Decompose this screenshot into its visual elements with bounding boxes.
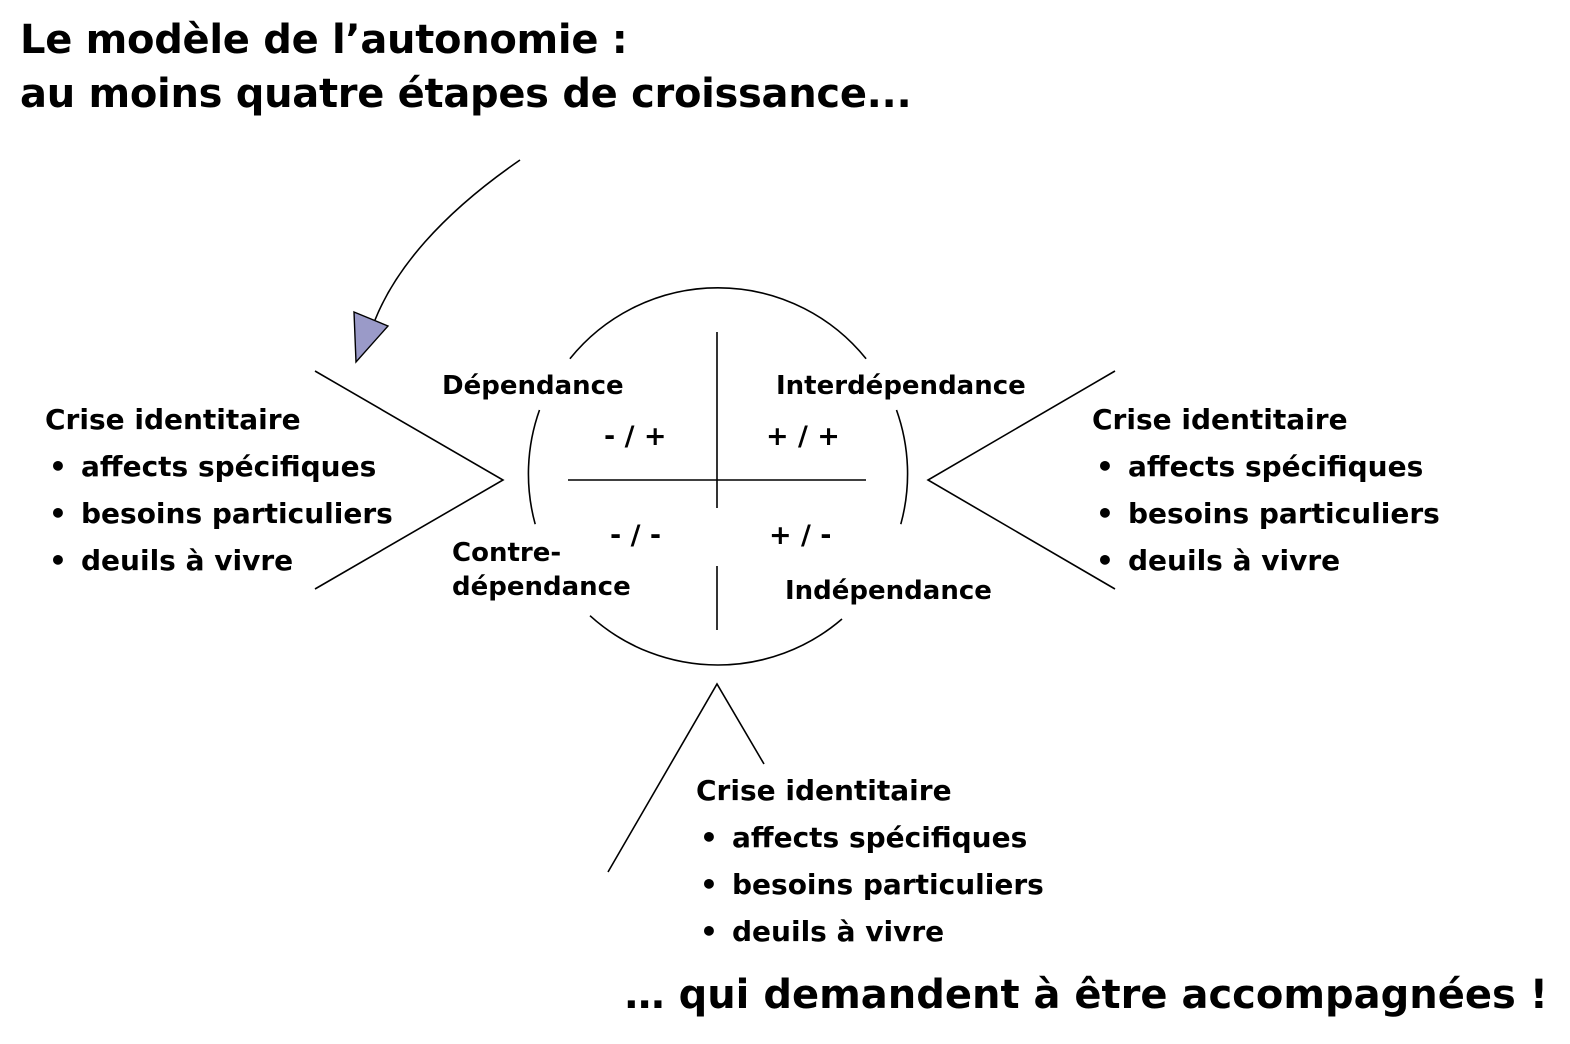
list-item: • affects spécifiques (45, 443, 393, 490)
list-item: • affects spécifiques (696, 814, 1044, 861)
bottom-chevron (607, 682, 765, 873)
crisis-list: • affects spécifiques • besoins particulie… (1092, 443, 1440, 584)
list-item-text: deuils à vivre (81, 544, 294, 577)
left-chevron (314, 370, 505, 590)
list-item-text: deuils à vivre (732, 915, 945, 948)
sign-bottom-right: + / - (769, 520, 832, 551)
sign-bottom-left: - / - (610, 520, 662, 551)
list-item-text: besoins particuliers (1128, 497, 1440, 530)
bullet-icon: • (700, 868, 718, 901)
bullet-icon: • (1096, 497, 1114, 530)
bullet-icon: • (1096, 450, 1114, 483)
list-item-text: affects spécifiques (1128, 450, 1424, 483)
title-line-2: au moins quatre étapes de croissance... (20, 71, 912, 117)
title-line-1: Le modèle de l’autonomie : (20, 17, 628, 63)
list-item-text: besoins particuliers (732, 868, 1044, 901)
bullet-icon: • (49, 544, 67, 577)
bullet-icon: • (700, 821, 718, 854)
quadrant-label-interdependance: Interdépendance (776, 371, 1026, 401)
bullet-icon: • (49, 450, 67, 483)
crisis-list: • affects spécifiques • besoins particulie… (696, 814, 1044, 955)
quadrant-label-independance: Indépendance (785, 576, 992, 606)
list-item: • deuils à vivre (696, 908, 1044, 955)
circle-arc-bottom-left (589, 615, 719, 666)
circle-arc-bottom-right (717, 618, 843, 666)
sign-top-left: - / + (604, 421, 667, 452)
crisis-list: • affects spécifiques • besoins particulie… (45, 443, 393, 584)
quadrant-label-dependance-2: dépendance (452, 572, 631, 602)
crisis-block-left: Crise identitaire • affects spécifiques •… (45, 397, 393, 584)
sign-top-right: + / + (766, 421, 840, 452)
list-item: • besoins particuliers (696, 861, 1044, 908)
quadrant-label-contre: Contre- (452, 538, 562, 568)
list-item: • besoins particuliers (1092, 490, 1440, 537)
footer-text: … qui demandent à être accompagnées ! (624, 972, 1548, 1018)
curved-arrow-shaft (374, 159, 521, 321)
crisis-block-right: Crise identitaire • affects spécifiques •… (1092, 397, 1440, 584)
crisis-block-bottom: Crise identitaire • affects spécifiques •… (696, 768, 1044, 955)
list-item: • besoins particuliers (45, 490, 393, 537)
crisis-title: Crise identitaire (1092, 403, 1348, 436)
list-item: • affects spécifiques (1092, 443, 1440, 490)
list-item: • deuils à vivre (45, 537, 393, 584)
circle-arc-top (569, 287, 867, 360)
list-item-text: affects spécifiques (81, 450, 377, 483)
bullet-icon: • (49, 497, 67, 530)
crisis-title: Crise identitaire (696, 774, 952, 807)
bullet-icon: • (1096, 544, 1114, 577)
curved-arrow-head-icon (353, 310, 390, 364)
circle-arc-left (527, 409, 541, 525)
crisis-title: Crise identitaire (45, 403, 301, 436)
bullet-icon: • (700, 915, 718, 948)
right-chevron (926, 370, 1116, 590)
list-item-text: affects spécifiques (732, 821, 1028, 854)
list-item-text: besoins particuliers (81, 497, 393, 530)
list-item: • deuils à vivre (1092, 537, 1440, 584)
circle-arc-right (895, 409, 909, 525)
list-item-text: deuils à vivre (1128, 544, 1341, 577)
quadrant-label-dependance: Dépendance (442, 371, 624, 401)
